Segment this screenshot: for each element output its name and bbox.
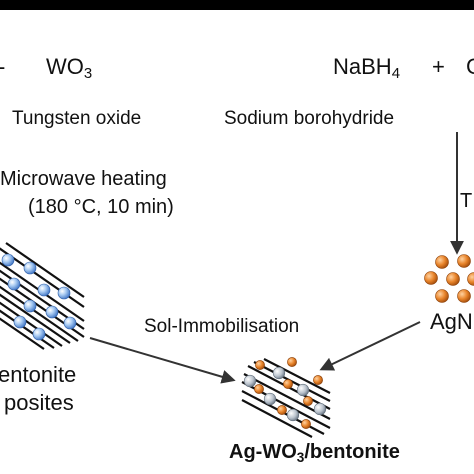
sol-immobilisation-label: Sol-Immobilisation: [144, 316, 300, 337]
cropped-right-formula: C: [466, 54, 474, 79]
final-ag-particles: [254, 357, 323, 429]
top-border: [0, 0, 474, 10]
wo3-particles: [1, 253, 77, 341]
cropped-right-process-label: T: [460, 190, 473, 212]
cropped-left-symbol: -: [0, 56, 5, 78]
tungsten-oxide-label: Tungsten oxide: [12, 108, 142, 129]
ag-wo3-bentonite-label: Ag-WO3/bentonite: [229, 441, 400, 465]
microwave-conditions-label: (180 °C, 10 min): [28, 196, 174, 218]
ag-nanoparticles: [424, 254, 474, 303]
wo3-bentonite-layers: [0, 242, 85, 350]
final-wo3-particles: [243, 366, 327, 422]
plus-sign: +: [432, 54, 445, 79]
wo3-formula: WO3: [46, 54, 93, 83]
wo3-bentonite-label-line1: entonite: [0, 362, 77, 387]
arrow-agnp-to-final: [319, 321, 421, 371]
arrow-left-composite-to-final: [89, 337, 236, 384]
agnp-label: AgN: [430, 309, 473, 334]
wo3-bentonite-label-line2: posites: [4, 390, 74, 415]
sodium-borohydride-label: Sodium borohydride: [224, 108, 395, 129]
ag-wo3-bentonite-layers: [241, 358, 331, 438]
nabh4-formula: NaBH4: [333, 54, 401, 83]
microwave-heating-label: Microwave heating: [0, 168, 167, 190]
